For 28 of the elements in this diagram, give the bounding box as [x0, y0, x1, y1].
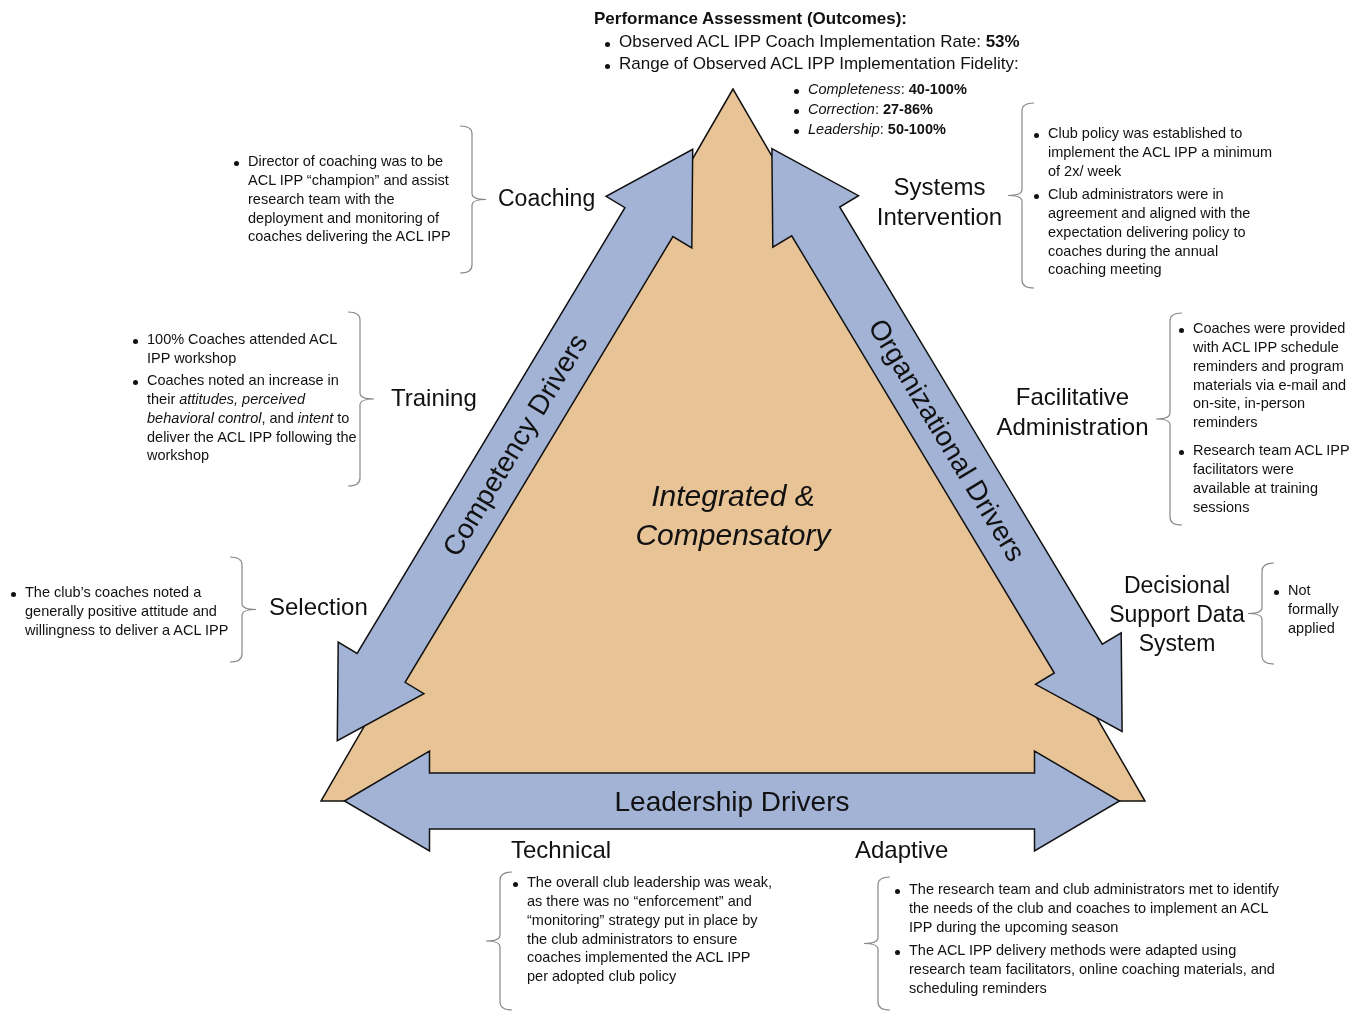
outcomes-heading: Performance Assessment (Outcomes):: [594, 8, 909, 30]
bullet-text: The ACL IPP delivery methods were adapted using research team facilitators, online coaching materials, and scheduling reminders: [909, 941, 1276, 998]
component-label: Systems Intervention: [875, 172, 1004, 232]
bullet-text: Coaches noted an increase in their attitudes, perceived behavioral control, and intent to deliver the ACL IPP following the workshop: [147, 371, 358, 466]
bullet-text: Observed ACL IPP Coach Implementation Rate: 53%: [619, 31, 1021, 53]
arrow-label: Leadership Drivers: [614, 785, 850, 817]
bullet-text: Research team ACL IPP facilitators were available at training sessions: [1193, 441, 1351, 517]
bullet-text: Range of Observed ACL IPP Implementation Fidelity:: [619, 53, 1020, 75]
bullet-text: 100% Coaches attended ACL IPP workshop: [147, 330, 338, 368]
center-label: Integrated & Compensatory: [634, 478, 833, 553]
bullet-text: Correction: 27-86%: [808, 100, 934, 119]
component-label: Decisional Support Data System: [1108, 571, 1246, 658]
bullet-text: Leadership: 50-100%: [808, 120, 947, 139]
component-label: Technical: [511, 835, 613, 865]
component-label: Training: [391, 383, 478, 413]
bullet-text: Club administrators were in agreement and aligned with the expectation delivering policy to coaches during the annual coaching meeting: [1048, 185, 1252, 280]
bullet-text: Club policy was established to implement the ACL IPP a minimum of 2x/ week: [1048, 124, 1273, 181]
component-label: Coaching: [498, 184, 597, 213]
bullet-text: Coaches were provided with ACL IPP schedule reminders and program materials via e-mail and on-site, in-person reminders: [1193, 319, 1348, 433]
bullet-text: The club’s coaches noted a generally positive attitude and willingness to deliver a ACL IPP: [25, 583, 230, 640]
bullet-text: Not formally applied: [1288, 581, 1340, 638]
component-label: Facilitative Administration: [995, 382, 1150, 442]
bullet-text: Completeness: 40-100%: [808, 80, 968, 99]
bullet-text: The research team and club administrators met to identify the needs of the club and coaches to implement an ACL IPP during the upcoming season: [909, 880, 1280, 937]
component-label: Adaptive: [855, 835, 950, 865]
bullet-text: The overall club leadership was weak, as there was no “enforcement” and “monitoring” strategy put in place by the club administrators to ensure coaches implemented the ACL IPP per adopted club policy: [527, 873, 772, 987]
bullet-text: Director of coaching was to be ACL IPP “champion” and assist research team with the deployment and monitoring of coaches delivering the ACL IPP: [248, 152, 452, 247]
component-label: Selection: [269, 592, 369, 622]
